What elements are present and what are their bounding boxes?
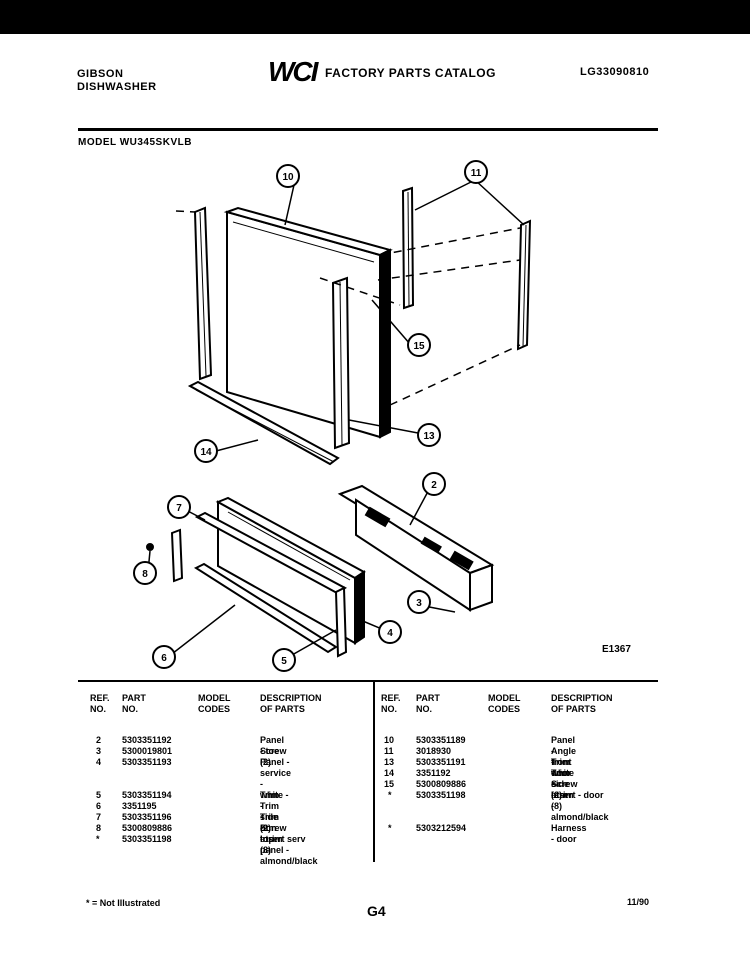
svg-text:11: 11 xyxy=(471,168,482,179)
callout-8: 8 xyxy=(133,561,157,585)
brand-name: GIBSON xyxy=(77,68,124,80)
svg-text:13: 13 xyxy=(423,431,435,442)
small-bracket-drawing xyxy=(170,528,184,583)
catalog-number: LG33090810 xyxy=(580,66,650,78)
page-date: 11/90 xyxy=(627,897,650,907)
footer-note: * = Not Illustrated xyxy=(86,898,161,908)
toe-panel-drawing xyxy=(337,484,495,612)
header-desc-right: DESCRIPTION OF PARTS xyxy=(551,693,613,714)
callout-13: 13 xyxy=(417,423,441,447)
model-rule xyxy=(78,128,658,131)
product-name: DISHWASHER xyxy=(77,81,157,93)
header-part-left: PART NO. xyxy=(122,693,146,714)
angle-bracket-right-drawing xyxy=(516,219,532,351)
service-side-trim-drawing xyxy=(334,586,348,658)
header-desc-left: DESCRIPTION OF PARTS xyxy=(260,693,322,714)
model-number: MODEL WU345SKVLB xyxy=(78,137,192,148)
diagram-code: E1367 xyxy=(602,644,631,655)
svg-text:15: 15 xyxy=(413,341,425,352)
callout-6: 6 xyxy=(152,645,176,669)
svg-text:3: 3 xyxy=(416,598,422,609)
svg-text:5: 5 xyxy=(281,656,287,667)
callout-7: 7 xyxy=(167,495,191,519)
left-side-trim-drawing xyxy=(193,206,213,381)
callout-11: 11 xyxy=(464,160,488,184)
header-ref-right: REF. NO. xyxy=(381,693,401,714)
callout-10: 10 xyxy=(276,164,300,188)
wci-logo: WCI xyxy=(268,56,318,87)
table-top-rule xyxy=(78,680,658,682)
callout-4: 4 xyxy=(378,620,402,644)
header-codes-right: MODEL CODES xyxy=(488,693,521,714)
service-bottom-trim-drawing xyxy=(193,562,338,654)
header-ref-left: REF. NO. xyxy=(90,693,110,714)
brand-block: GIBSON DISHWASHER xyxy=(77,68,157,94)
svg-text:14: 14 xyxy=(200,447,212,458)
svg-text:10: 10 xyxy=(282,172,294,183)
right-side-trim-drawing xyxy=(331,276,351,450)
svg-text:8: 8 xyxy=(142,569,148,580)
exploded-parts-diagram: 10 11 15 13 14 2 7 8 3 4 6 5 xyxy=(133,160,532,672)
page-number: G4 xyxy=(367,903,386,919)
callout-15: 15 xyxy=(407,333,431,357)
svg-text:2: 2 xyxy=(431,480,437,491)
catalog-title: FACTORY PARTS CATALOG xyxy=(325,66,496,80)
svg-text:6: 6 xyxy=(161,653,167,664)
callout-2: 2 xyxy=(422,472,446,496)
table-column-divider xyxy=(373,682,375,862)
svg-text:4: 4 xyxy=(387,628,393,639)
header-part-right: PART NO. xyxy=(416,693,440,714)
top-black-bar xyxy=(0,0,750,34)
callout-3: 3 xyxy=(407,590,431,614)
angle-bracket-left-drawing xyxy=(401,186,415,310)
callout-14: 14 xyxy=(194,439,218,463)
callout-5: 5 xyxy=(272,648,296,672)
front-panel-drawing xyxy=(223,206,393,439)
header-codes-left: MODEL CODES xyxy=(198,693,231,714)
bottom-trim-drawing xyxy=(187,380,340,466)
svg-text:7: 7 xyxy=(176,503,182,514)
